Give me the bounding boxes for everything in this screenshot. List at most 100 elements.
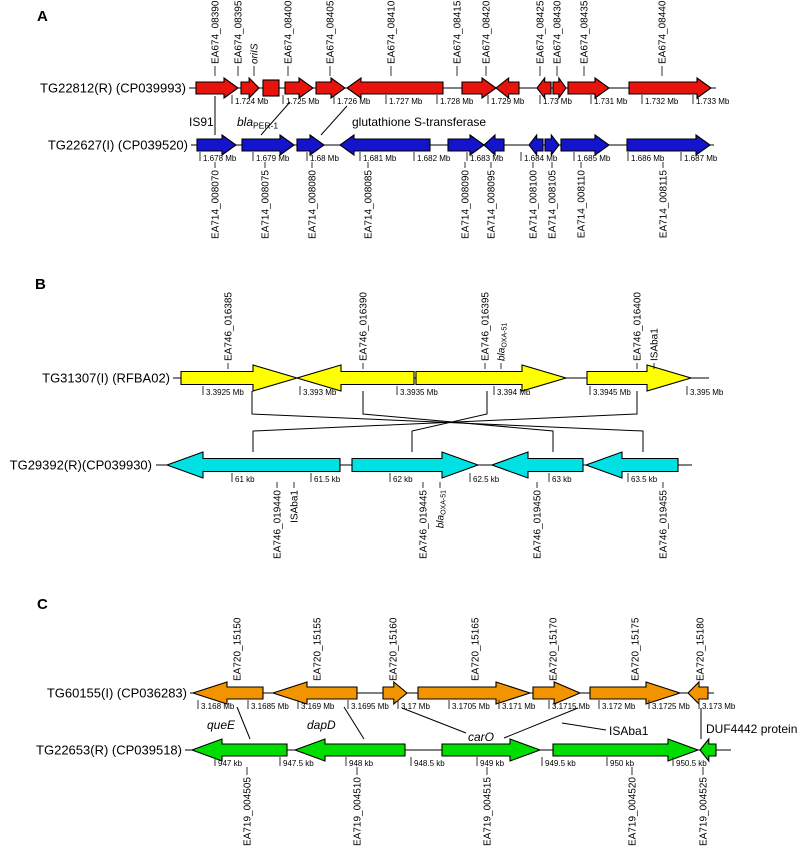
gene-arrow [417, 681, 532, 705]
gene-arrow [415, 364, 568, 392]
tick-label: 3.393 Mb [303, 388, 337, 397]
tick-label: 948.5 kb [414, 759, 445, 768]
gene-box [262, 79, 280, 97]
gene-arrow [589, 681, 682, 705]
tick-label: 3.394 Mb [497, 388, 531, 397]
gene-arrow [536, 76, 552, 100]
annotation-leader-line [236, 706, 251, 740]
tick-label: 3.1685 Mb [251, 702, 289, 711]
tick-label: 949.5 kb [545, 759, 576, 768]
gene-arrow [447, 133, 485, 157]
gene-arrow [532, 681, 582, 705]
panel-letter-c: C [37, 596, 48, 613]
tick-label: 1.733 Mb [696, 97, 730, 106]
tick-label: 1.682 Mb [417, 154, 451, 163]
annotation-label: IS91 [189, 115, 214, 129]
tick-label: 949 kb [480, 759, 505, 768]
tick-label: 1.678 Mb [203, 154, 237, 163]
tick-label: 947 kb [218, 759, 243, 768]
gene-label: ISAba1 [650, 328, 661, 361]
panel-letter-a: A [37, 8, 48, 25]
tick-label: 1.731 Mb [594, 97, 628, 106]
tick-label: 3.171 Mb [502, 702, 536, 711]
track-name: TG29392(R)(CP039930) [10, 458, 152, 473]
gene-label: EA714_008070 [211, 170, 222, 239]
gene-label: EA714_008110 [577, 170, 588, 239]
tick-label: 3.17 Mb [401, 702, 430, 711]
annotation-leader-line [401, 707, 467, 734]
gene-arrow [699, 737, 717, 763]
tick-label: 950 kb [610, 759, 635, 768]
gene-label: EA746_019445 [419, 490, 430, 559]
gene-arrow [165, 451, 341, 479]
gene-label: EA674_08390 [211, 0, 222, 64]
gene-arrow [196, 133, 237, 157]
track-name: TG60155(I) (CP036283) [47, 686, 187, 701]
tick-label: 1.728 Mb [440, 97, 474, 106]
gene-label: EA674_08425 [536, 0, 547, 64]
annotation-label: DUF4442 protein [706, 722, 797, 736]
gene-label: EA674_08440 [658, 0, 669, 64]
gene-label: EA746_019450 [533, 490, 544, 559]
annotation-leader-line [343, 706, 365, 740]
gene-arrow [552, 738, 700, 762]
tick-label: 1.684 Mb [524, 154, 558, 163]
gene-arrow [191, 681, 264, 705]
gene-label: EA719_004525 [699, 777, 710, 846]
tick-label: 948 kb [349, 759, 374, 768]
tick-label: 950.5 kb [676, 759, 707, 768]
gene-label: EA746_016390 [359, 292, 370, 361]
annotation-label: dapD [307, 718, 336, 732]
synteny-connector [252, 391, 638, 452]
gene-label: blaOXA-51 [436, 490, 448, 528]
tick-label: 1.727 Mb [389, 97, 423, 106]
gene-label: EA720_15180 [696, 617, 707, 681]
gene-label: EA720_15175 [631, 617, 642, 681]
gene-label: EA714_008100 [529, 170, 540, 239]
gene-label: EA720_15165 [471, 617, 482, 681]
gene-label: blaOXA-51 [497, 323, 509, 361]
gene-arrow [628, 76, 712, 100]
tick-label: 1.732 Mb [645, 97, 679, 106]
gene-label: EA674_08430 [553, 0, 564, 64]
tick-label: 947.5 kb [283, 759, 314, 768]
gene-label: EA746_016385 [224, 292, 235, 361]
gene-arrow [544, 133, 560, 157]
tick-label: 1.729 Mb [491, 97, 525, 106]
gene-label: EA714_008095 [487, 170, 498, 239]
gene-arrow [271, 681, 358, 705]
tick-label: 1.724 Mb [235, 97, 269, 106]
gene-label: EA746_016395 [481, 292, 492, 361]
gene-arrow [552, 76, 567, 100]
gene-label: EA714_008075 [261, 170, 272, 239]
annotation-label: blaPER-1 [237, 115, 278, 131]
tick-label: 3.1695 Mb [351, 702, 389, 711]
gene-arrow [560, 133, 610, 157]
gene-label: EA714_008080 [308, 170, 319, 239]
gene-label: EA720_15160 [389, 617, 400, 681]
gene-label: EA674_08420 [482, 0, 493, 64]
gene-arrow [567, 76, 610, 100]
tick-label: 62.5 kb [473, 475, 500, 484]
tick-label: 63.5 kb [631, 475, 658, 484]
gene-arrow [190, 738, 288, 762]
gene-label: EA719_004510 [353, 777, 364, 846]
track-name: TG22812(R) (CP039993) [40, 81, 186, 96]
tick-label: 1.685 Mb [577, 154, 611, 163]
gene-label: EA746_019440 [273, 490, 284, 559]
tick-label: 3.172 Mb [602, 702, 636, 711]
tick-label: 3.1715 Mb [552, 702, 590, 711]
track-name: TG31307(I) (RFBA02) [42, 371, 170, 386]
gene-arrow [483, 133, 505, 157]
gene-arrow [626, 133, 711, 157]
gene-arrow [293, 738, 406, 762]
gene-label: EA719_004515 [483, 777, 494, 846]
track-name: TG22627(I) (CP039520) [48, 138, 188, 153]
gene-arrow [528, 133, 544, 157]
annotation-label: ISAba1 [609, 724, 649, 738]
